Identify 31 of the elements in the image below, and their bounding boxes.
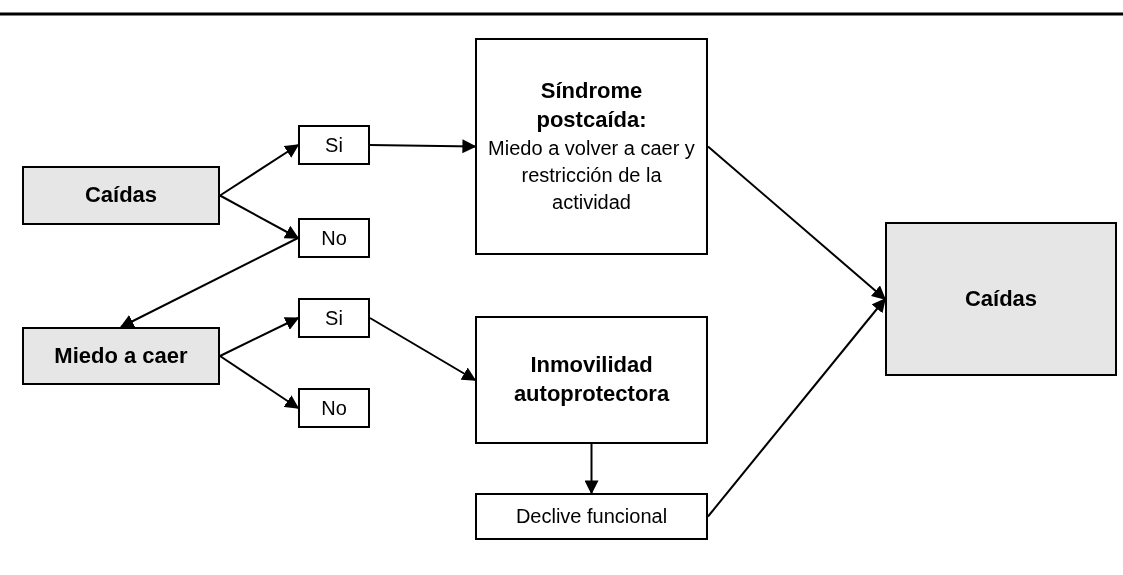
process-box [22, 327, 220, 385]
process-box [22, 166, 220, 225]
arrow [219, 194, 300, 239]
body-text: Si [324, 305, 344, 331]
process-box [475, 316, 708, 444]
process-box [475, 38, 708, 255]
heading-text: Inmovilidad autoprotectora [512, 351, 671, 408]
answer-box [298, 298, 370, 338]
body-text: No [320, 225, 348, 251]
body-text: Miedo a volver a caer y restricción de la actividad [487, 135, 696, 215]
answer-box [298, 388, 370, 428]
heading-text: Miedo a caer [53, 341, 189, 370]
arrow [369, 139, 477, 154]
body-text: Si [324, 132, 344, 158]
answer-box [298, 125, 370, 165]
arrow [369, 317, 477, 381]
arrow [584, 443, 599, 495]
answer-box [298, 218, 370, 258]
heading-text: Síndrome postcaída: [535, 77, 648, 134]
arrow [219, 144, 300, 197]
body-text: Declive funcional [514, 504, 669, 529]
arrow [707, 145, 887, 300]
arrow [219, 317, 300, 357]
arrow [707, 297, 886, 518]
process-box [475, 493, 708, 540]
heading-text: Caídas [963, 284, 1039, 313]
arrow [119, 237, 299, 328]
body-text: No [320, 395, 348, 421]
arrow [219, 355, 300, 409]
heading-text: Caídas [83, 181, 159, 210]
result-box [885, 222, 1117, 376]
